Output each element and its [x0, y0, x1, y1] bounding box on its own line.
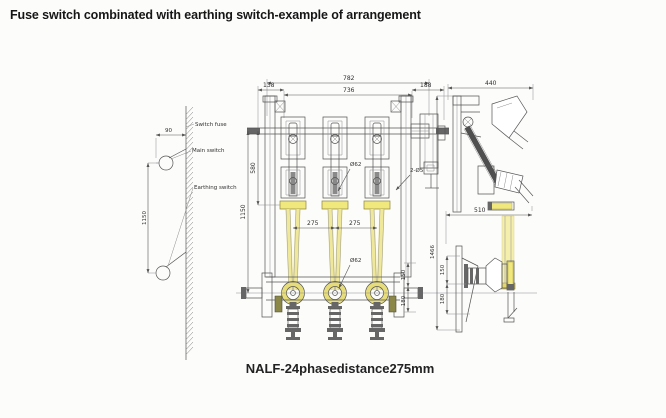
dim-mounting-width: 736	[343, 87, 355, 94]
label-main-switch: Main switch	[192, 148, 225, 154]
operating-mechanism	[420, 114, 445, 188]
label-shaft-diameter: Ø62	[350, 257, 361, 264]
drawing-title: Fuse switch combinated with earthing swi…	[10, 8, 421, 22]
dim-insulator-lower: 180	[440, 293, 446, 304]
fuse-pole	[322, 117, 348, 340]
upper-contact-jaw	[492, 96, 527, 138]
dim-wall-offset: 90	[165, 128, 172, 134]
earthing-shaft-frame	[236, 273, 537, 317]
right-lever-highlight	[389, 296, 396, 312]
label-earthing-switch: Earthing switch	[194, 185, 237, 191]
dim-switch-spacing: 1150	[142, 211, 148, 225]
dim-reach: 510	[474, 207, 486, 214]
side-insulator-assembly	[456, 246, 517, 332]
fuse-poles	[280, 117, 390, 340]
drawing-caption: NALF-24phasedistance275mm	[245, 361, 435, 376]
dim-insulator-upper: 150	[440, 264, 446, 275]
lower-contact-blade	[495, 170, 523, 193]
fuse-pole	[280, 117, 306, 340]
label-switch-fuse: Switch fuse	[195, 122, 227, 128]
label-holes: 2-Ø5	[410, 167, 424, 174]
dim-right-offset: 188	[420, 82, 432, 89]
label-rod-diameter: Ø62	[350, 161, 361, 168]
fuse-pole	[364, 117, 390, 340]
pad-highlight	[490, 203, 512, 209]
dim-depth: 440	[485, 80, 497, 87]
dim-lever-lower: 180	[401, 295, 407, 306]
front-view-drawing: 782 736 138 188	[236, 75, 537, 340]
side-view-drawing: 440 1466	[430, 80, 533, 332]
wall-mounting-schematic: 90 1150 Switch fuse Main switch Earthing…	[142, 106, 237, 360]
dim-upper-height: 580	[250, 162, 257, 174]
left-lever-highlight	[275, 296, 282, 312]
dim-phase-spacing-1: 275	[307, 220, 319, 227]
dim-height: 1466	[430, 245, 436, 259]
wall-hatch	[187, 107, 194, 354]
dim-lever-upper: 150	[401, 269, 407, 280]
insulator-bell	[486, 258, 502, 292]
dim-phase-spacing-2: 275	[349, 220, 361, 227]
dim-left-offset: 138	[263, 82, 275, 89]
dim-overall-width: 782	[343, 75, 355, 82]
dim-total-height: 1150	[240, 204, 247, 219]
